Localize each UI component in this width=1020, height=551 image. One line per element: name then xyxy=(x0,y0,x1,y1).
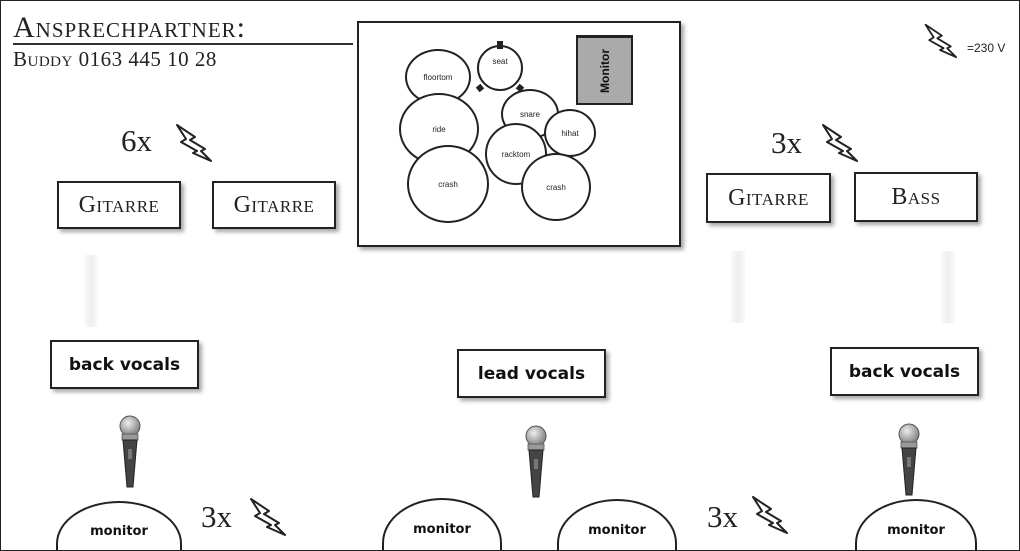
amp-label: Bass xyxy=(891,183,941,210)
contact-info: Buddy 0163 445 10 28 xyxy=(13,47,217,71)
vocal-label: lead vocals xyxy=(477,363,586,384)
monitor-label: monitor xyxy=(588,522,646,538)
amp-bass: Bass xyxy=(854,172,978,222)
floor-monitor-2: monitor xyxy=(382,498,502,550)
power-count-monitors-center: 3x xyxy=(707,499,738,534)
vocal-label: back vocals xyxy=(68,354,181,375)
lightning-icon xyxy=(924,23,958,59)
vocal-back-left: back vocals xyxy=(50,340,199,389)
drum-hihat: hihat xyxy=(544,109,596,157)
lightning-icon xyxy=(176,124,212,162)
title-underline xyxy=(13,43,353,45)
power-count-monitors-left: 3x xyxy=(201,499,232,534)
monitor-label: monitor xyxy=(887,522,945,538)
page-title: Ansprechpartner: xyxy=(13,11,247,44)
legend-voltage: =230 V xyxy=(967,41,1006,55)
lightning-icon xyxy=(822,124,858,162)
power-count-amps-left: 6x xyxy=(121,123,152,158)
drum-crash-right: crash xyxy=(521,153,591,221)
lightning-icon xyxy=(250,498,286,536)
vocal-back-right: back vocals xyxy=(830,347,979,396)
monitor-label: monitor xyxy=(90,523,148,539)
cable xyxy=(941,251,955,323)
amp-guitar-3: Gitarre xyxy=(706,173,831,223)
cable xyxy=(84,255,98,327)
drum-kit-area: floortom seat ride snare hihat racktom c… xyxy=(357,21,681,247)
cable xyxy=(731,251,745,323)
vocal-lead: lead vocals xyxy=(457,349,606,398)
floor-monitor-1: monitor xyxy=(56,501,182,550)
microphone-icon xyxy=(119,415,141,488)
microphone-icon xyxy=(525,425,547,498)
amp-label: Gitarre xyxy=(233,191,315,218)
power-count-amps-right: 3x xyxy=(771,125,802,160)
vocal-label: back vocals xyxy=(848,361,961,382)
amp-guitar-1: Gitarre xyxy=(57,181,181,229)
amp-label: Gitarre xyxy=(78,191,160,218)
amp-label: Gitarre xyxy=(728,184,809,211)
drum-crash-left: crash xyxy=(407,145,489,223)
drum-seat: seat xyxy=(477,45,523,91)
drum-monitor: Monitor xyxy=(576,35,633,105)
lightning-icon xyxy=(752,496,788,534)
amp-guitar-2: Gitarre xyxy=(212,181,336,229)
monitor-label: monitor xyxy=(413,522,471,537)
floor-monitor-3: monitor xyxy=(557,499,677,550)
floor-monitor-4: monitor xyxy=(855,499,977,550)
microphone-icon xyxy=(898,423,920,496)
